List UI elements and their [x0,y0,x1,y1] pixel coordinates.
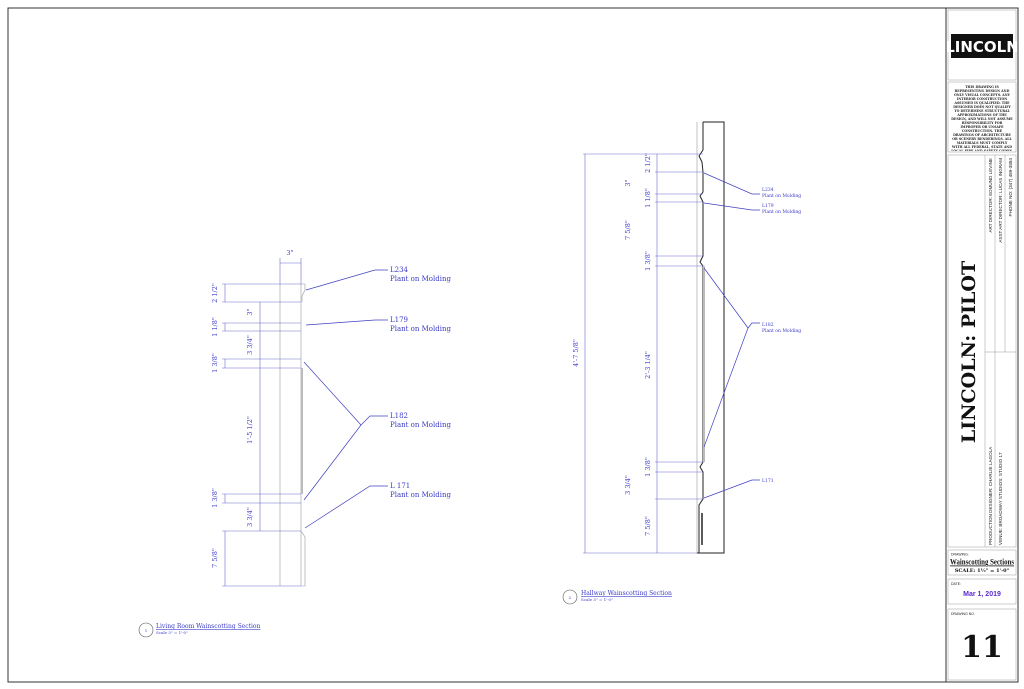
drawing-no-label: DRAWING NO. [951,612,975,616]
section-title: Hallway Wainscotting Section [581,590,672,597]
drawing-number: 11 [961,630,1003,665]
callout-desc: Plant on Molding [762,328,801,334]
hallway-section: 2 1/2" 3" 1 1/8" 7 5/8" 1 3/8" 4'-7 5/8"… [562,121,801,605]
dim-label: 1 3/8" [644,251,652,271]
callout-code: L 171 [390,482,410,490]
section-title: Living Room Wainscotting Section [156,623,261,630]
date-value: Mar 1, 2019 [963,591,1001,598]
dim-label: 3" [246,308,254,315]
dim-label: 1 1/8" [211,317,219,337]
section-scale: Scale 3" = 1'-0" [581,597,613,602]
living-room-section: 3" 2 1/2" 3" 1 1/8" 3 3/4" 1 3/8" 1'-5 1… [138,249,451,638]
callout-code: L234 [762,187,774,193]
callout-code: L179 [390,316,408,324]
dim-label: 2 1/2" [644,153,652,173]
callout-desc: Plant on Molding [390,275,451,283]
callout-code: L234 [390,266,409,274]
disclaimer-text: THIS DRAWING IS REPRESENTING DESIGN AND … [951,85,1013,151]
dim-label: 1 1/8" [644,188,652,208]
callout-desc: Plant on Molding [390,491,451,499]
dim-label: 3 3/4" [246,507,254,527]
dim-label: 3" [624,179,632,186]
date-label: DATE: [951,582,961,586]
dim-label: 7 5/8" [644,516,652,536]
art-director: ART DIRECTOR: EDMUND LEVINE [988,158,993,233]
callout-code: L171 [762,478,774,484]
dim-label: 3" [286,249,293,257]
dim-label: 2 1/2" [211,283,219,303]
section-number: 1 [145,628,148,633]
panel-molding [703,266,705,462]
dim-label: 3 3/4" [624,475,632,495]
callout-desc: Plant on Molding [762,209,801,215]
dim-label: 3 3/4" [246,335,254,355]
drawing-label: DRAWING: [951,553,969,557]
callout-code: L182 [762,322,774,328]
dim-label: 1'-5 1/2" [246,416,254,444]
phone-number: PHONE NO: (347) 489-3884 [1008,158,1013,217]
project-title: LINCOLN: PILOT [958,261,980,443]
drawing-name: Wainscotting Sections [950,558,1014,567]
production-designer: PRODUCTION DESIGNER: CHARLIE LAGOLA [988,446,993,545]
callout-desc: Plant on Molding [762,193,801,199]
dim-label: 1 3/8" [211,353,219,373]
section-number: 2 [569,595,572,600]
section-number-bubble [138,622,154,638]
dim-label: 7 5/8" [624,220,632,240]
logo-text: LINCOLN [945,38,1019,56]
section-scale: Scale 3" = 1'-0" [156,630,188,635]
dim-label: 1 3/8" [211,488,219,508]
sheet-border [7,7,1019,683]
venue: VENUE: BROADWAY STUDIOS: STUDIO 17 [998,452,1003,545]
dim-label: 1 3/8" [644,457,652,477]
section-number-bubble [562,589,578,605]
drawing-scale: SCALE: 1½" = 1'-0" [955,567,1010,574]
title-block-border [945,7,1019,683]
lincoln-logo [951,34,1013,58]
dim-label: 7 5/8" [211,548,219,568]
dim-label: 2'-3 1/4" [644,351,652,379]
panel-molding [301,368,303,494]
title-block: LINCOLN THIS DRAWING IS REPRESENTING DES… [945,9,1019,681]
callout-code: L179 [762,203,774,209]
callout-desc: Plant on Molding [390,421,451,429]
asst-art-director: ASST ART DIRECTOR: LUCAS INGRAM [998,158,1003,243]
callout-desc: Plant on Molding [390,325,451,333]
callout-code: L182 [390,412,408,420]
dim-label: 4'-7 5/8" [572,339,580,367]
